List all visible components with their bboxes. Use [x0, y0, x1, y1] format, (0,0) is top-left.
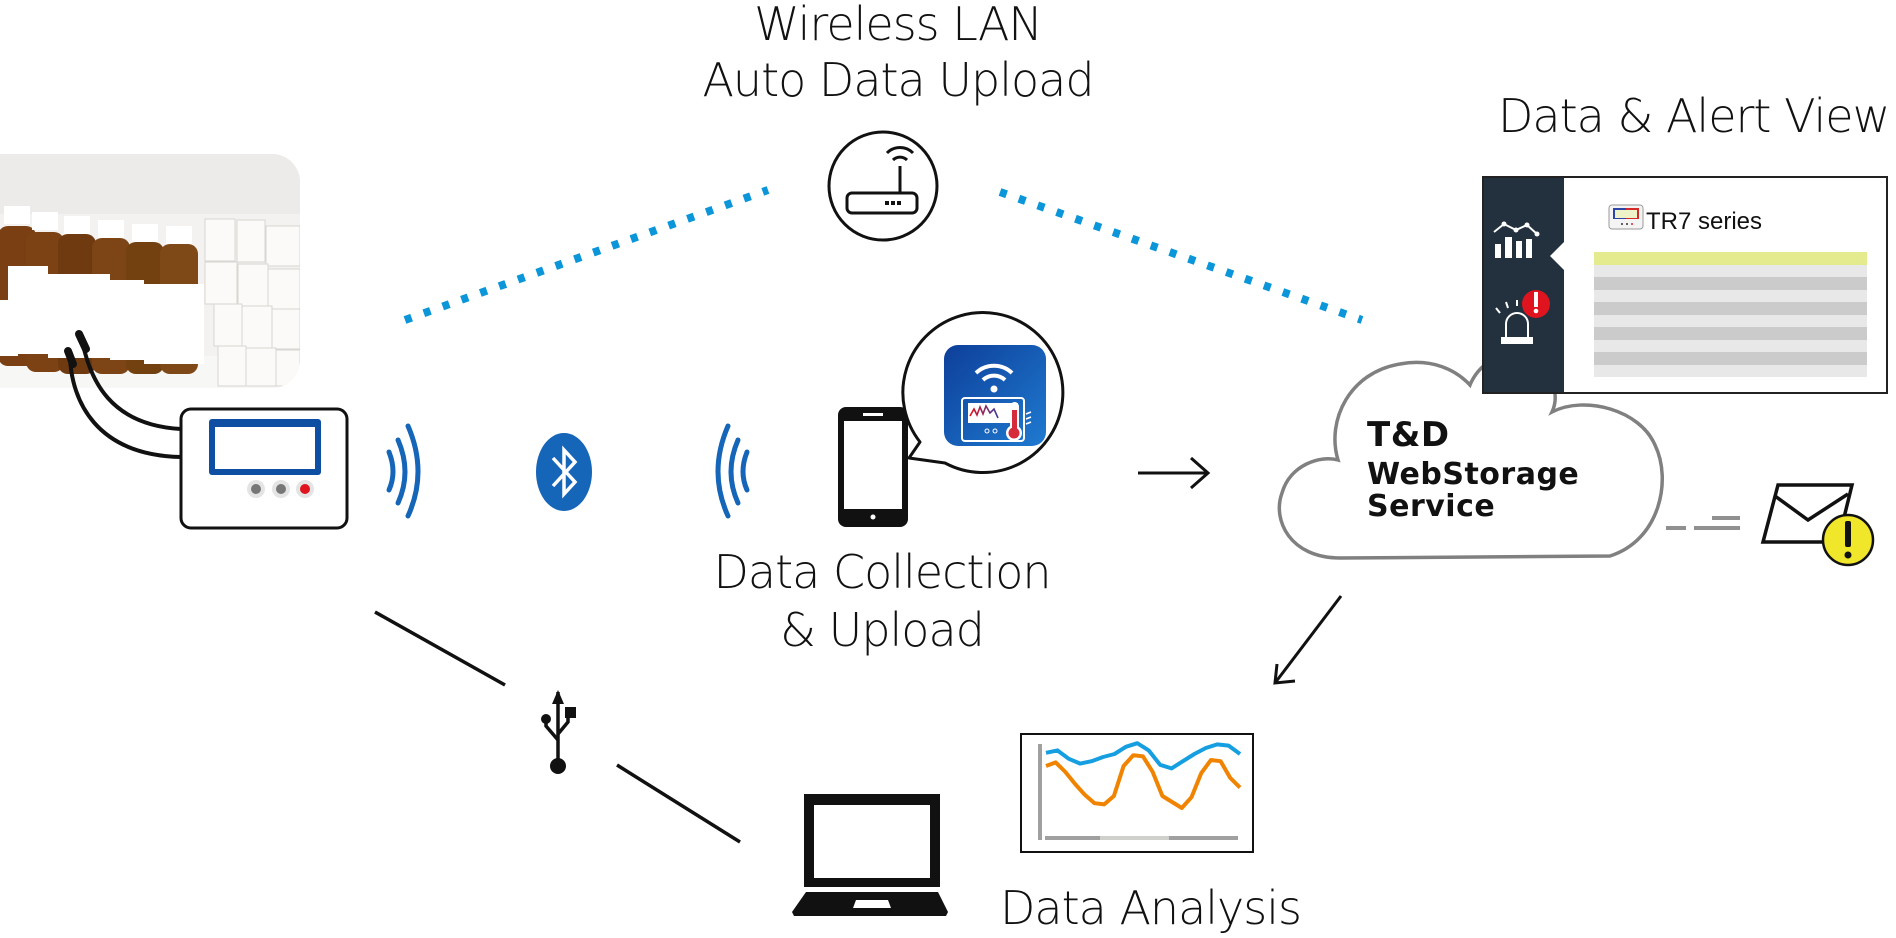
usb-cable-left [374, 610, 506, 687]
table-row[interactable] [1594, 252, 1867, 265]
table-row[interactable] [1594, 352, 1867, 365]
data-alert-panel: TR7 series [1482, 176, 1888, 394]
panel-selection-notch [1550, 242, 1564, 270]
analysis-chart [1020, 733, 1254, 853]
table-row[interactable] [1594, 264, 1867, 277]
wireless-lan-title: Wireless LAN [754, 0, 1043, 51]
table-row[interactable] [1594, 314, 1867, 327]
table-row[interactable] [1594, 302, 1867, 315]
email-link [1666, 516, 1740, 530]
webstorage-cloud [1277, 353, 1664, 560]
chart-icon[interactable] [1493, 221, 1540, 259]
table-row[interactable] [1594, 364, 1867, 377]
chart-line-orange [1045, 753, 1242, 810]
table-row[interactable] [1594, 277, 1867, 290]
cloud-brand-webstorage: WebStorage [1367, 457, 1580, 492]
wifi-router-icon [827, 130, 939, 242]
signal-waves-in-icon [715, 423, 750, 519]
cloud-brand-td: T&D [1367, 415, 1450, 455]
upload-title: & Upload [780, 603, 985, 657]
wifi-link-right [998, 188, 1364, 324]
warning-icon [1821, 513, 1875, 567]
table-row[interactable] [1594, 289, 1867, 302]
table-row[interactable] [1594, 327, 1867, 340]
auto-data-upload-title: Auto Data Upload [702, 53, 1094, 107]
panel-sidebar [1484, 178, 1564, 392]
data-logger-device [179, 407, 349, 530]
tr7-device-icon [1608, 204, 1644, 230]
bluetooth-icon [536, 433, 592, 511]
data-collection-title: Data Collection [713, 545, 1052, 599]
data-analysis-title: Data Analysis [1000, 881, 1302, 935]
usb-icon [541, 690, 576, 774]
thermometer-app-icon [944, 345, 1046, 446]
sensor-probe-cables [68, 339, 182, 459]
alert-badge [1522, 290, 1550, 318]
signal-waves-out-icon [386, 423, 421, 519]
medicine-bottles-photo [0, 154, 300, 388]
wifi-link-left [403, 186, 770, 324]
data-table [1594, 252, 1867, 377]
smartphone-icon [838, 407, 908, 527]
alarm-light-icon[interactable] [1495, 300, 1533, 344]
laptop-icon [792, 794, 948, 916]
arrow-down-left-icon [1273, 595, 1343, 685]
device-series-title[interactable]: TR7 series [1646, 208, 1763, 235]
data-alert-view-title: Data & Alert View [1498, 89, 1890, 143]
arrow-right-icon [1138, 456, 1211, 490]
usb-cable-right [616, 763, 741, 844]
cloud-brand-service: Service [1367, 489, 1496, 524]
table-row[interactable] [1594, 339, 1867, 352]
chart-line-blue [1045, 741, 1242, 771]
